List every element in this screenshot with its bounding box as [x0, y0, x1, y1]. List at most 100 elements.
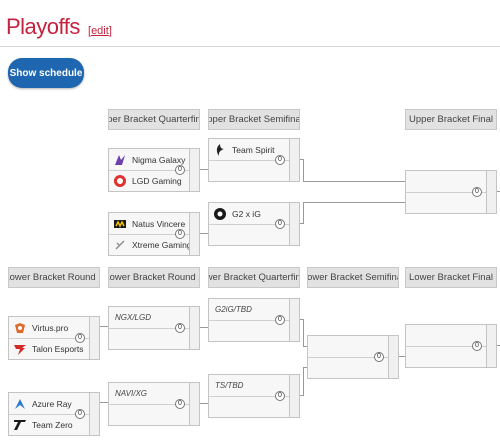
header-upper-bracket-quarterfinals: Upper Bracket Quarterfinals	[108, 109, 200, 130]
match-team-row: Virtus.pro	[9, 317, 99, 338]
azure-ray-logo-icon	[13, 397, 27, 411]
match-details-toggle[interactable]: 0	[175, 165, 185, 175]
team-name: G2iG/TBD	[215, 305, 252, 314]
match-details-toggle[interactable]: 0	[75, 409, 85, 419]
match-ubsf-2[interactable]: G2 x iG 0	[208, 202, 300, 246]
match-team-row	[406, 325, 496, 346]
match-team-row	[209, 224, 299, 245]
match-lbr2-b[interactable]: NAVI/XG 0	[108, 382, 200, 426]
team-name: Team Spirit	[232, 144, 275, 155]
g2-ig-logo-icon	[213, 207, 227, 221]
match-team-row	[209, 396, 299, 417]
edit-link[interactable]: [edit]	[88, 25, 112, 37]
header-lower-bracket-quarterfinals: Lower Bracket Quarterfinals	[208, 267, 300, 288]
match-lb-semifinal[interactable]: 0	[307, 335, 399, 379]
header-lower-bracket-round-2: Lower Bracket Round 2	[108, 267, 200, 288]
natus-vincere-logo-icon	[113, 217, 127, 231]
team-name: NGX/LGD	[115, 313, 152, 322]
header-lower-bracket-final: Lower Bracket Final	[405, 267, 497, 288]
score-column	[89, 317, 99, 359]
connector-line	[300, 223, 304, 224]
score-column	[189, 213, 199, 255]
match-details-toggle[interactable]: 0	[275, 315, 285, 325]
match-ubsf-1[interactable]: Team Spirit 0	[208, 138, 300, 182]
connector-line	[497, 345, 500, 346]
match-team-row: Azure Ray	[9, 393, 99, 414]
connector-line	[100, 402, 108, 403]
match-team-row: G2iG/TBD	[209, 299, 299, 320]
connector-line	[300, 319, 304, 320]
match-lbqf-2[interactable]: TS/TBD 0	[208, 374, 300, 418]
score-column	[289, 299, 299, 341]
connector-line	[303, 159, 304, 181]
team-name: Virtus.pro	[32, 322, 69, 333]
header-lower-bracket-round-1: Lower Bracket Round 1	[8, 267, 100, 288]
connector-line	[303, 346, 307, 347]
match-details-toggle[interactable]: 0	[275, 155, 285, 165]
connector-line	[303, 202, 405, 203]
match-team-row	[406, 346, 496, 367]
connector-line	[303, 319, 304, 346]
match-details-toggle[interactable]: 0	[175, 323, 185, 333]
team-name: TS/TBD	[215, 381, 244, 390]
match-ubqf-2[interactable]: Natus Vincere Xtreme Gaming 0	[108, 212, 200, 256]
match-team-row: NAVI/XG	[109, 383, 199, 404]
match-lbr1-b[interactable]: Azure Ray Team Zero 0	[8, 392, 100, 436]
match-team-row	[406, 171, 496, 192]
match-team-row	[308, 357, 398, 378]
match-team-row: NGX/LGD	[109, 307, 199, 328]
header-upper-bracket-semifinals: Upper Bracket Semifinals	[208, 109, 300, 130]
match-details-toggle[interactable]: 0	[275, 391, 285, 401]
connector-line	[303, 367, 304, 395]
connector-line	[200, 403, 208, 404]
match-lbr2-a[interactable]: NGX/LGD 0	[108, 306, 200, 350]
page-title: Playoffs	[6, 14, 80, 39]
team-name: Nigma Galaxy	[132, 154, 186, 165]
connector-line	[200, 169, 208, 170]
connector-line	[300, 159, 304, 160]
show-schedule-button[interactable]: Show schedule	[8, 58, 84, 88]
match-details-toggle[interactable]: 0	[374, 352, 384, 362]
match-team-row: Nigma Galaxy	[109, 149, 199, 170]
virtus-pro-logo-icon	[13, 321, 27, 335]
match-ub-final[interactable]: 0	[405, 170, 497, 214]
score-column	[289, 203, 299, 245]
connector-line	[399, 356, 405, 357]
edit-bracket-close: ]	[108, 25, 112, 37]
team-name: Team Zero	[32, 420, 73, 430]
score-column	[189, 383, 199, 425]
team-spirit-logo-icon	[213, 143, 227, 157]
match-lbr1-a[interactable]: Virtus.pro Talon Esports 0	[8, 316, 100, 360]
match-lb-final[interactable]: 0	[405, 324, 497, 368]
score-column	[189, 149, 199, 191]
score-column	[486, 325, 496, 367]
match-details-toggle[interactable]: 0	[175, 229, 185, 239]
match-team-row	[308, 336, 398, 357]
match-team-row: Team Zero	[9, 414, 99, 435]
connector-line	[303, 202, 304, 224]
connector-line	[300, 395, 304, 396]
match-lbqf-1[interactable]: G2iG/TBD 0	[208, 298, 300, 342]
connector-line	[100, 326, 108, 327]
match-details-toggle[interactable]: 0	[472, 341, 482, 351]
match-details-toggle[interactable]: 0	[75, 333, 85, 343]
match-team-row	[109, 404, 199, 425]
team-name: Azure Ray	[32, 398, 72, 409]
match-details-toggle[interactable]: 0	[275, 219, 285, 229]
lgd-gaming-logo-icon	[113, 174, 127, 188]
match-team-row: G2 x iG	[209, 203, 299, 224]
edit-label: edit	[91, 25, 109, 37]
score-column	[486, 171, 496, 213]
team-name: Talon Esports	[32, 344, 84, 354]
score-column	[289, 375, 299, 417]
header-lower-bracket-semifinal: Lower Bracket Semifinal	[307, 267, 399, 288]
edit-bracket-open: [	[88, 25, 92, 37]
match-details-toggle[interactable]: 0	[175, 399, 185, 409]
match-team-row: Talon Esports	[9, 338, 99, 359]
connector-line	[303, 367, 307, 368]
match-details-toggle[interactable]: 0	[472, 187, 482, 197]
team-name: LGD Gaming	[132, 176, 182, 186]
match-ubqf-1[interactable]: Nigma Galaxy LGD Gaming 0	[108, 148, 200, 192]
match-team-row: Xtreme Gaming	[109, 234, 199, 255]
score-column	[189, 307, 199, 349]
